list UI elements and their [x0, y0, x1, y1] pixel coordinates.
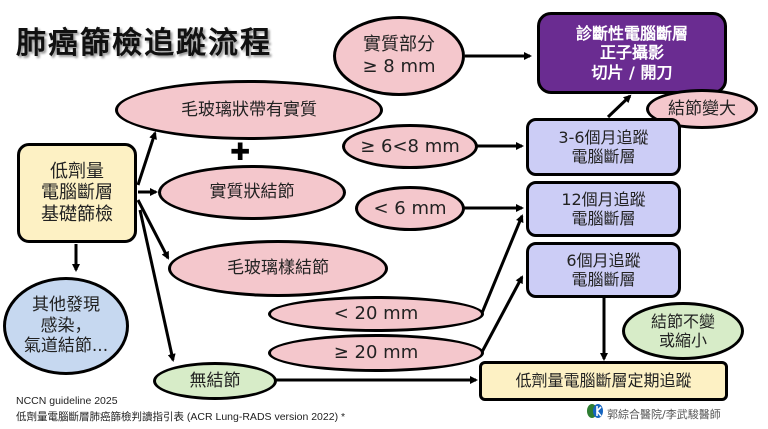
hospital-logo-icon — [587, 404, 603, 418]
part-solid-label: 毛玻璃狀帶有實質 — [181, 99, 317, 120]
other-findings-node: 其他發現 感染， 氣道結節... — [3, 277, 129, 375]
start-node: 低劑量 電腦斷層 基礎篩檢 — [17, 143, 137, 243]
stable-label: 結節不變 或縮小 — [650, 311, 715, 350]
no-nodule-label: 無結節 — [189, 370, 241, 391]
page-title: 肺癌篩檢追蹤流程 — [16, 26, 272, 61]
range-6-8-label: ≥ 6<8 mm — [360, 135, 460, 157]
lt20-node: < 20 mm — [268, 296, 484, 332]
diagnostic-node: 診斷性電腦斷層 正子攝影 切片 / 開刀 — [537, 12, 727, 94]
lt6-label: < 6 mm — [373, 197, 447, 219]
ggn-node: 毛玻璃樣結節 — [168, 240, 388, 297]
arrow-lt20-to-12m — [480, 214, 524, 314]
arrow-start-to-part-solid — [136, 131, 157, 186]
arrow-start-to-ggn — [136, 199, 170, 260]
lt6-node: < 6 mm — [355, 186, 465, 231]
start-node-label: 低劑量 電腦斷層 基礎篩檢 — [41, 160, 113, 225]
routine-followup-label: 低劑量電腦斷層定期追蹤 — [515, 371, 692, 391]
arrow-ge20-to-6m — [480, 275, 524, 353]
solid-ge8-node: 實質部分 ≥ 8 mm — [333, 16, 465, 96]
part-solid-node: 毛玻璃狀帶有實質 — [115, 80, 383, 140]
stable-node: 結節不變 或縮小 — [622, 302, 744, 360]
solid-label: 實質狀結節 — [209, 182, 295, 203]
credit-text: 郭綜合醫院/李武駿醫師 — [607, 408, 721, 421]
footer-reference-2: 低劑量電腦斷層肺癌篩檢判讀指引表 (ACR Lung-RADS version … — [16, 411, 346, 423]
arrow-3-6m-to-diagnostic — [606, 94, 632, 119]
arrow-start-to-no-nodule — [138, 209, 176, 362]
followup-3-6-label: 3-6個月追蹤 電腦斷層 — [558, 127, 649, 166]
followup-6-label: 6個月追蹤 電腦斷層 — [566, 250, 641, 289]
plus-icon: ✚ — [230, 138, 251, 166]
ge20-label: ≥ 20 mm — [333, 342, 419, 364]
followup-3-6-node: 3-6個月追蹤 電腦斷層 — [526, 118, 681, 176]
footer-reference-1: NCCN guideline 2025 — [16, 395, 118, 407]
routine-followup-node: 低劑量電腦斷層定期追蹤 — [479, 361, 728, 401]
enlarged-label: 結節變大 — [668, 98, 736, 119]
followup-12-node: 12個月追蹤 電腦斷層 — [526, 181, 681, 237]
ggn-label: 毛玻璃樣結節 — [227, 258, 329, 279]
range-6-8-node: ≥ 6<8 mm — [342, 124, 478, 169]
no-nodule-node: 無結節 — [153, 362, 277, 400]
diagnostic-label: 診斷性電腦斷層 正子攝影 切片 / 開刀 — [575, 24, 688, 82]
lt20-label: < 20 mm — [333, 303, 419, 325]
followup-12-label: 12個月追蹤 電腦斷層 — [561, 189, 646, 228]
solid-node: 實質狀結節 — [158, 165, 346, 220]
other-findings-label: 其他發現 感染， 氣道結節... — [23, 295, 109, 357]
solid-ge8-label: 實質部分 ≥ 8 mm — [362, 34, 436, 77]
ge20-node: ≥ 20 mm — [268, 334, 484, 372]
followup-6-node: 6個月追蹤 電腦斷層 — [526, 242, 681, 298]
